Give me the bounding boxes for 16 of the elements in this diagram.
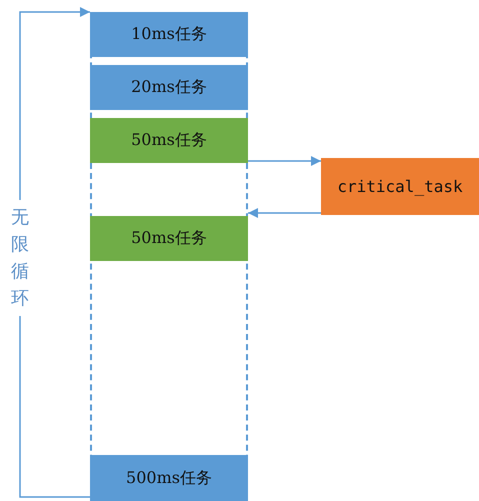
task-label: 50ms任务 [131, 228, 207, 249]
task-box [90, 12, 248, 57]
edge-label: 无限循环 [10, 200, 30, 316]
arrow [248, 208, 321, 218]
arrow [248, 156, 321, 166]
task-label: 20ms任务 [131, 77, 207, 98]
task-label: 10ms任务 [131, 24, 207, 45]
task-label: 50ms任务 [131, 130, 207, 151]
task-box [90, 65, 248, 110]
task-box [90, 455, 248, 501]
task-box [90, 118, 248, 163]
dashed-column [90, 12, 248, 501]
task-label: 500ms任务 [126, 468, 212, 488]
task-label: critical_task [337, 177, 463, 196]
task-box [321, 158, 479, 215]
task-box [90, 216, 248, 261]
